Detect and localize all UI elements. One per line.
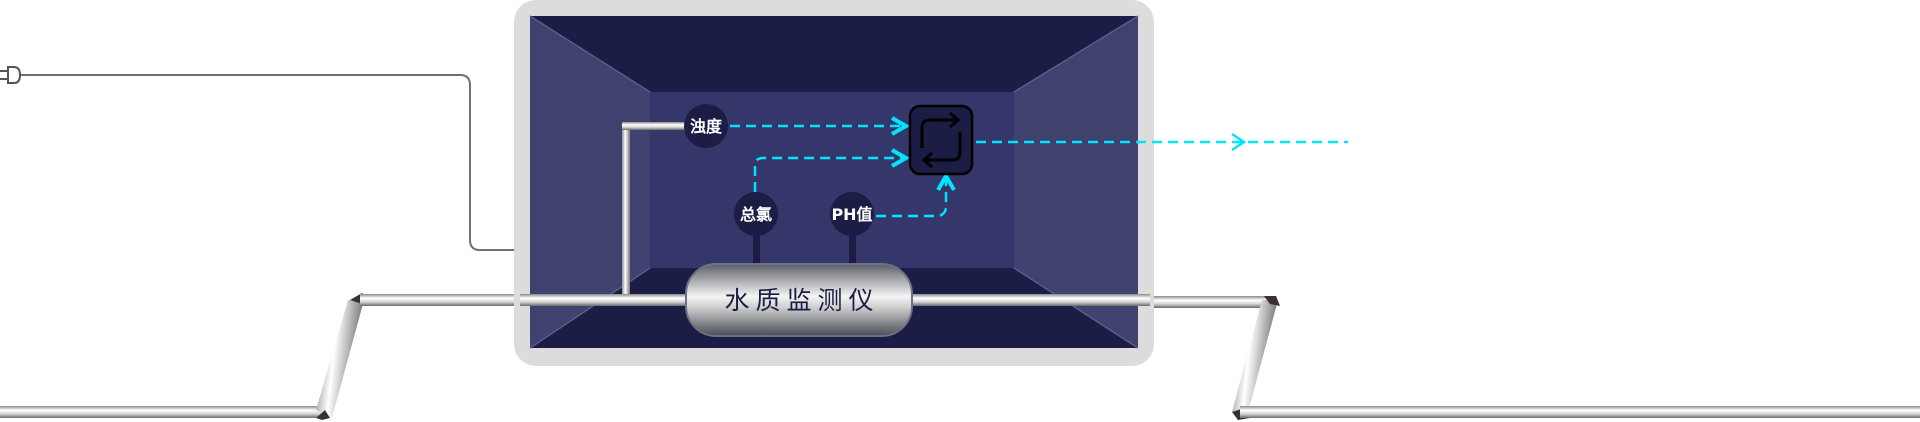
inlet-pipe xyxy=(0,293,520,420)
sensor-turbidity-label: 浊度 xyxy=(690,117,723,136)
water-quality-monitor: 水质监测仪 xyxy=(685,263,913,337)
sensor-turbidity: 浊度 xyxy=(684,104,728,148)
monitoring-tank xyxy=(514,0,1154,366)
sampling-pipe xyxy=(622,122,688,294)
sensor-ph-label: PH值 xyxy=(831,205,872,224)
power-plug-icon xyxy=(0,66,22,84)
signal-flow xyxy=(730,126,1348,218)
sensor-stems xyxy=(753,228,856,264)
sensor-total-chlorine: 总氯 xyxy=(734,192,778,236)
sensor-total-chlorine-label: 总氯 xyxy=(740,205,772,224)
sensor-ph: PH值 xyxy=(830,192,874,236)
power-cable xyxy=(18,74,518,251)
refresh-cycle-icon xyxy=(908,104,974,176)
device-title: 水质监测仪 xyxy=(724,286,879,315)
outlet-pipe xyxy=(1150,296,1920,420)
